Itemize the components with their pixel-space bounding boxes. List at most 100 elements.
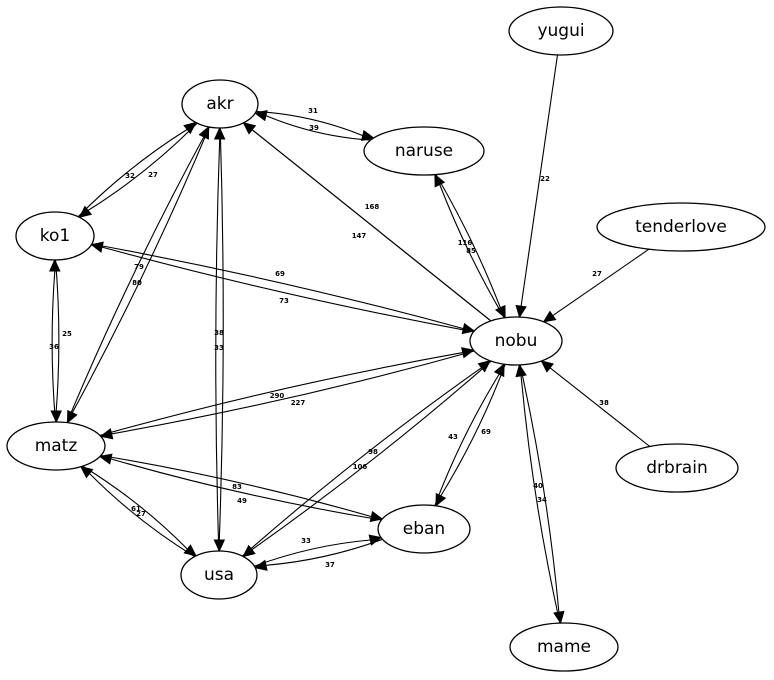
edge-line	[439, 184, 505, 319]
edge-ko1-to-matz: 25	[50, 259, 72, 424]
edge-line	[519, 364, 560, 613]
edge-weight-label: 147	[352, 232, 367, 240]
edge-weight-label: 83	[232, 483, 242, 491]
edge-line	[440, 364, 506, 497]
node-ellipse[interactable]	[596, 202, 766, 252]
edge-weight-label: 79	[134, 263, 144, 271]
arrowhead-icon	[49, 258, 61, 272]
node-ellipse[interactable]	[181, 79, 259, 129]
edge-line	[242, 367, 482, 557]
edge-weight-label: 290	[270, 392, 285, 400]
arrowhead-icon	[98, 453, 113, 465]
edge-line	[51, 270, 57, 423]
edge-usa-to-nobu: 98	[242, 360, 492, 557]
arrowhead-icon	[254, 559, 268, 571]
node-usa[interactable]: usa	[180, 550, 258, 600]
edge-usa-to-eban: 33	[254, 534, 383, 567]
arrowhead-icon	[542, 310, 557, 323]
node-ellipse[interactable]	[15, 211, 95, 261]
arrowhead-icon	[242, 544, 256, 558]
edge-weight-label: 37	[325, 561, 335, 569]
edge-line	[552, 248, 650, 317]
edge-matz-to-nobu: 290	[99, 347, 475, 436]
arrowhead-icon	[183, 121, 197, 135]
arrowhead-icon	[66, 409, 78, 424]
node-ellipse[interactable]	[6, 421, 106, 471]
node-label: eban	[403, 519, 445, 539]
node-ellipse[interactable]	[509, 622, 619, 672]
edge-weight-label: 31	[308, 107, 318, 115]
edge-weight-label: 69	[275, 270, 285, 278]
node-yugui[interactable]: yugui	[508, 6, 614, 56]
edge-weight-label: 33	[214, 344, 224, 352]
node-matz[interactable]: matz	[6, 421, 106, 471]
edge-line	[265, 115, 371, 141]
node-tenderlove[interactable]: tenderlove	[596, 202, 766, 252]
node-ellipse[interactable]	[615, 443, 739, 493]
edge-nobu-to-mame: 34	[519, 364, 565, 625]
edge-ko1-to-nobu: 69	[91, 243, 476, 335]
arrowhead-icon	[254, 110, 268, 122]
edge-matz-to-akr: 79	[66, 125, 210, 423]
edge-line	[101, 246, 474, 333]
edge-line	[265, 538, 383, 566]
edge-akr-to-naruse: 31	[256, 107, 375, 142]
edge-nobu-to-akr: 147	[242, 122, 492, 322]
node-eban[interactable]: eban	[377, 504, 471, 554]
edge-eban-to-nobu: 43	[434, 363, 505, 506]
edge-line	[111, 350, 475, 435]
edge-line	[82, 465, 188, 550]
arrowhead-icon	[99, 428, 114, 440]
edge-ko1-to-akr: 32	[77, 121, 197, 218]
edge-weight-label: 40	[533, 482, 543, 490]
edge-weight-label: 38	[599, 399, 609, 407]
edge-line	[91, 243, 464, 330]
edge-akr-to-ko1: 27	[78, 122, 198, 219]
node-ko1[interactable]: ko1	[15, 211, 95, 261]
node-label: yugui	[537, 21, 584, 41]
edge-weight-label: 22	[540, 175, 550, 183]
node-naruse[interactable]: naruse	[363, 126, 485, 176]
arrowhead-icon	[90, 241, 104, 253]
edge-akr-to-matz: 80	[66, 126, 210, 424]
edge-weight-label: 32	[125, 172, 135, 180]
edge-weight-label: 39	[309, 124, 319, 132]
edge-line	[66, 136, 205, 423]
edge-weight-label: 34	[537, 496, 547, 504]
node-ellipse[interactable]	[377, 504, 471, 554]
node-label: tenderlove	[635, 217, 727, 237]
arrowhead-icon	[477, 360, 492, 373]
node-ellipse[interactable]	[180, 550, 258, 600]
edge-nobu-to-matz: 227	[99, 350, 475, 440]
node-drbrain[interactable]: drbrain	[615, 443, 739, 493]
edge-line	[71, 126, 210, 414]
edge-line	[254, 539, 371, 567]
node-ellipse[interactable]	[363, 126, 485, 176]
edge-yugui-to-nobu: 22	[515, 54, 559, 319]
node-label: naruse	[395, 141, 453, 161]
edge-nobu-to-eban: 69	[435, 364, 506, 507]
node-akr[interactable]: akr	[181, 79, 259, 129]
arrowhead-icon	[540, 360, 554, 373]
edge-line	[215, 138, 221, 552]
edge-eban-to-usa: 37	[254, 538, 383, 571]
arrowhead-icon	[213, 126, 226, 140]
edge-usa-to-akr: 38	[213, 126, 226, 552]
edge-weight-label: 168	[365, 203, 380, 211]
edge-line	[435, 174, 501, 308]
node-mame[interactable]: mame	[509, 622, 619, 672]
node-nobu[interactable]: nobu	[469, 316, 563, 366]
edge-weight-label: 80	[132, 279, 142, 287]
node-ellipse[interactable]	[508, 6, 614, 56]
edge-akr-to-usa: 33	[213, 127, 226, 553]
arrowhead-icon	[515, 304, 527, 319]
edge-mame-to-nobu: 40	[515, 363, 561, 624]
node-label: usa	[204, 565, 234, 585]
edge-line	[218, 127, 224, 541]
edge-line	[251, 129, 492, 322]
arrowhead-icon	[198, 125, 210, 140]
node-ellipse[interactable]	[469, 316, 563, 366]
edge-line	[77, 128, 188, 218]
